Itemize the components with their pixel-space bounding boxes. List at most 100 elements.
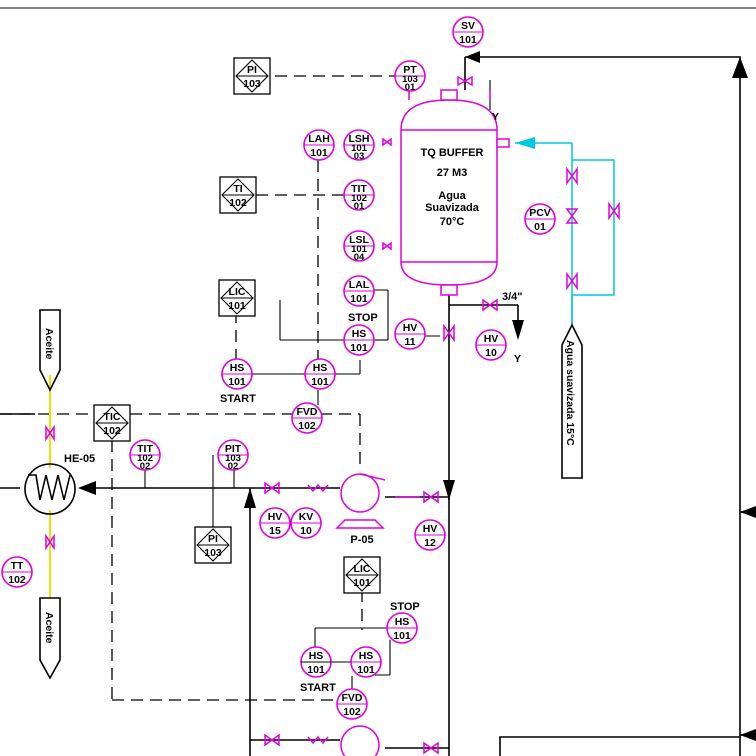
pump-p05 bbox=[335, 473, 386, 529]
instrument-tic102-number: 102 bbox=[103, 425, 121, 437]
instrument-pi103a-tag: PI bbox=[247, 64, 257, 76]
instrument-tit10201a-suffix: 01 bbox=[354, 201, 365, 212]
instrument-tt102: TT 102 bbox=[1, 556, 33, 588]
pump-tag: P-05 bbox=[350, 534, 373, 546]
oil-arrow-top bbox=[39, 309, 61, 392]
instrument-lic101b: LIC 101 bbox=[343, 556, 381, 594]
instrument-hv12-tag: HV bbox=[423, 523, 438, 535]
instrument-hs101stop-tag: HS bbox=[352, 328, 367, 340]
instrument-lic101b-number: 101 bbox=[353, 577, 371, 589]
instrument-pt10301-suffix: 01 bbox=[405, 82, 416, 93]
water-inlet-arrow bbox=[561, 323, 583, 479]
instrument-hs101mid2-tag: HS bbox=[359, 650, 374, 662]
vent-y-2: Y bbox=[514, 353, 521, 365]
tank-line-5: 70°C bbox=[440, 216, 465, 228]
process-lines bbox=[0, 51, 756, 756]
he-tag: HE-05 bbox=[64, 453, 95, 465]
instrument-sv101-number: 101 bbox=[459, 34, 477, 46]
instrument-fvd102b: FVD 102 bbox=[336, 688, 368, 720]
instrument-tt102-tag: TT bbox=[11, 560, 24, 572]
instrument-lal101-number: 101 bbox=[350, 293, 368, 305]
instrument-hs101stop2-tag: HS bbox=[395, 616, 410, 628]
instrument-hs101mid2: HS 101 bbox=[350, 646, 382, 678]
instrument-pt10301-tag: PT bbox=[403, 64, 417, 76]
instrument-pi103b-number: 103 bbox=[204, 547, 222, 559]
instrument-fvd102a-number: 102 bbox=[298, 420, 316, 432]
tank-line-1: TQ BUFFER bbox=[421, 147, 484, 159]
heat-exchanger bbox=[24, 463, 76, 515]
instrument-lic101a-number: 101 bbox=[228, 300, 246, 312]
instrument-sv101-tag: SV bbox=[461, 20, 475, 32]
instrument-hs101stop2: HS 101 bbox=[386, 612, 418, 644]
start-label-1: START bbox=[220, 393, 256, 405]
stop-label-1: STOP bbox=[348, 312, 378, 324]
instrument-kv10-tag: KV bbox=[299, 511, 314, 523]
instrument-layer: SV101PT10301PI103LAH101LSH10103TI102TIT1… bbox=[1, 16, 556, 720]
instrument-lsh10103-suffix: 03 bbox=[354, 151, 365, 162]
start-label-2: START bbox=[300, 682, 336, 694]
instrument-hs101stop2-number: 101 bbox=[393, 630, 411, 642]
instrument-pit10302-suffix: 02 bbox=[228, 461, 239, 472]
instrument-hv10a-number: 10 bbox=[485, 347, 497, 359]
water-inlet-lines bbox=[515, 137, 615, 325]
instrument-hv15: HV 15 bbox=[259, 507, 291, 539]
instrument-hs101mid2-number: 101 bbox=[357, 664, 375, 676]
instrument-tt102-number: 102 bbox=[8, 574, 26, 586]
instrument-pi103b: PI 103 bbox=[194, 526, 232, 564]
instrument-pit10302-loop: 103 bbox=[225, 453, 241, 464]
instrument-lsh10103-tag: LSH bbox=[349, 133, 370, 145]
buffer-tank bbox=[400, 89, 510, 296]
instrument-sv101: SV 101 bbox=[452, 16, 484, 48]
vent-y-1: Y bbox=[492, 111, 499, 123]
instrument-hv15-tag: HV bbox=[268, 511, 283, 523]
instrument-lic101b-tag: LIC bbox=[354, 563, 371, 575]
instrument-fvd102b-tag: FVD bbox=[342, 692, 363, 704]
instrument-lsl10104-tag: LSL bbox=[349, 234, 369, 246]
instrument-hs101stop-number: 101 bbox=[350, 342, 368, 354]
stop-label-2: STOP bbox=[390, 601, 420, 613]
instrument-tit10202-suffix: 02 bbox=[140, 461, 151, 472]
instrument-tit10201a-tag: TIT bbox=[351, 183, 367, 195]
instrument-hv10a-tag: HV bbox=[484, 333, 499, 345]
instrument-hs101start-number: 101 bbox=[228, 376, 246, 388]
instrument-hv10a: HV 10 bbox=[475, 329, 507, 361]
instrument-hv15-number: 15 bbox=[269, 525, 281, 537]
instrument-lsl10104-loop: 101 bbox=[351, 244, 368, 255]
instrument-hs101start2-tag: HS bbox=[309, 650, 324, 662]
instrument-hs101stop: HS 101 bbox=[343, 324, 375, 356]
instrument-hs101mid-number: 101 bbox=[311, 376, 329, 388]
valves bbox=[45, 75, 620, 755]
instrument-fvd102a: FVD 102 bbox=[291, 402, 323, 434]
instrument-pit10302-tag: PIT bbox=[225, 443, 242, 455]
instrument-tit10201a-loop: 102 bbox=[351, 193, 367, 204]
instrument-tit10202-tag: TIT bbox=[137, 443, 153, 455]
instrument-lsl10104-suffix: 04 bbox=[354, 252, 365, 263]
instrument-hv12-number: 12 bbox=[424, 537, 436, 549]
tank-line-2: 27 M3 bbox=[437, 167, 468, 179]
pipe-size-label: 3/4" bbox=[502, 291, 523, 303]
instrument-fvd102a-tag: FVD bbox=[297, 406, 318, 418]
water-inlet-label: Agua suavizada 15°C bbox=[564, 340, 576, 446]
tank-line-3: Agua bbox=[438, 190, 466, 202]
oil-arrow-bottom bbox=[39, 597, 61, 680]
instrument-hv11-number: 11 bbox=[404, 336, 415, 348]
instrument-fvd102b-number: 102 bbox=[343, 706, 361, 718]
instrument-pi103b-tag: PI bbox=[208, 533, 218, 545]
